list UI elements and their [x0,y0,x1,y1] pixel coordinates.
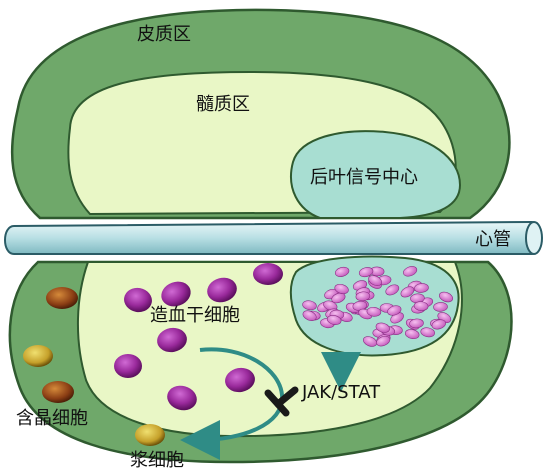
heart-tube-label: 心管 [475,229,511,250]
heart-tube [5,222,542,254]
heart-tube-opening [526,222,542,254]
crystal-cell [42,381,74,403]
cortex-label: 皮质区 [137,24,191,45]
lower-lobe [10,257,512,462]
crystal-cell [135,424,165,446]
jak-stat-label: JAK/STAT [301,382,381,403]
hsc-cell [253,263,283,285]
medulla-label: 髓质区 [196,94,250,115]
crystal-cell [23,345,53,367]
hsc-cell [114,354,142,378]
heart-tube-body [5,222,541,254]
hsc-label: 造血干细胞 [150,305,240,326]
upper-lobe [12,10,509,218]
crystal-cells-label: 含晶细胞 [16,408,88,429]
crystal-cell [46,287,78,309]
plasmatocytes-label: 浆细胞 [130,450,184,468]
posterior-signaling-center-label: 后叶信号中心 [310,167,418,188]
